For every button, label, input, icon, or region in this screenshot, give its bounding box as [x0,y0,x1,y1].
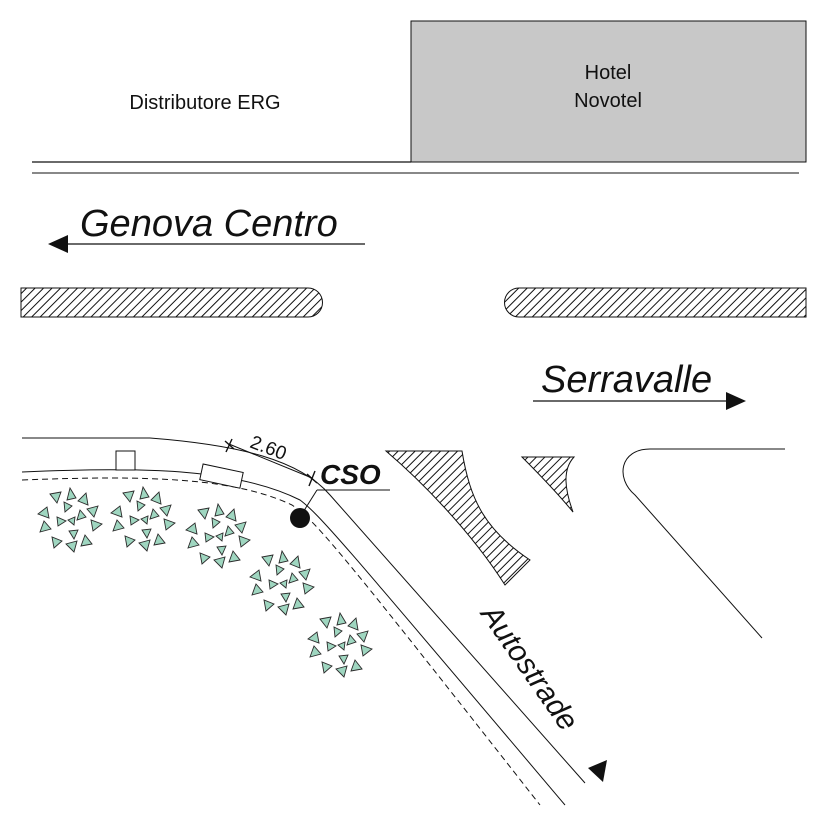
genova-direction: Genova Centro [48,203,365,253]
genova-label: Genova Centro [80,203,338,245]
utility-box [115,450,136,471]
cso-label: CSO [320,459,381,490]
tree-icon [185,503,251,569]
trees [37,486,373,678]
arrow-right-icon [726,392,746,410]
hotel-label-line2: Novotel [574,90,642,112]
manhole-icon [290,508,310,528]
autostrade-direction: Autostrade [473,597,607,782]
median-left [20,287,323,318]
ramp-curves [21,437,785,806]
distributore-label: Distributore ERG [129,92,280,114]
tree-icon [307,612,373,678]
distributore-building: Distributore ERG [32,92,411,163]
serravalle-direction: Serravalle [533,359,746,410]
arrow-down-right-icon [588,760,607,782]
island-gore-right [520,456,576,513]
tree-icon [37,487,103,553]
tree-icon [110,486,176,552]
curb-block [199,463,244,489]
island-gore-left [384,450,531,586]
arrow-left-icon [48,235,68,253]
median-right [504,287,807,318]
serravalle-label: Serravalle [541,359,712,401]
hotel-label-line1: Hotel [585,62,632,84]
tree-icon [249,550,315,616]
cso-point: CSO [290,459,390,528]
hotel-building: Hotel Novotel [410,20,807,163]
